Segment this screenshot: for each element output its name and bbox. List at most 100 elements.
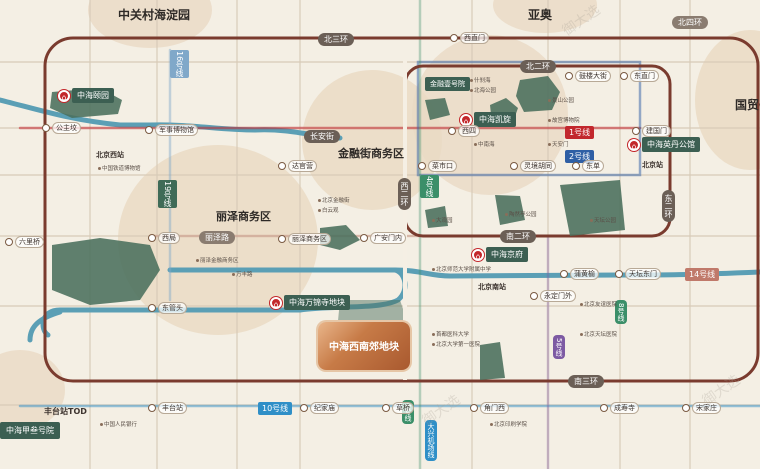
metro-station-icon — [148, 234, 156, 242]
metro-station-icon — [450, 34, 458, 42]
station-puhuangyu[interactable]: 蒲黄榆 — [560, 268, 599, 280]
station-dongzhimen[interactable]: 东直门 — [620, 70, 659, 82]
location-pin-icon: ⌂ — [58, 89, 70, 102]
station-tiantan[interactable]: 天坛东门 — [615, 268, 661, 280]
station-gongzhufen[interactable]: 公主坟 — [42, 122, 81, 134]
station-xiju[interactable]: 西局 — [148, 232, 180, 244]
poi-item: 故宫博物院 — [548, 116, 580, 124]
region-jinrongjie: 金融街商务区 — [338, 147, 404, 160]
metro-station-icon — [148, 304, 156, 312]
metro-station-icon — [418, 162, 426, 170]
station-lize[interactable]: 丽泽商务区 — [278, 233, 331, 245]
poi-item: 中国铁道博物馆 — [98, 164, 141, 172]
metro-station-icon — [470, 404, 478, 412]
poi-item: 首都医科大学 — [432, 330, 469, 338]
poi-item: 天安门 — [548, 140, 569, 148]
line-tag-16: 16号线 — [170, 50, 189, 79]
poi-item: 什刹海 — [470, 76, 491, 84]
project-zhonghai-wanjin[interactable]: ⌂中海万锦寺地块 — [270, 295, 350, 310]
station-liuliqiao[interactable]: 六里桥 — [5, 236, 44, 248]
station-chengshou[interactable]: 成寿寺 — [600, 402, 639, 414]
line-tag-1: 1号线 — [565, 126, 595, 139]
metro-station-icon — [530, 292, 538, 300]
location-pin-icon: ⌂ — [628, 138, 640, 151]
poi-item: 天坛公园 — [590, 216, 616, 224]
bubble-guomao — [695, 30, 760, 170]
hero-project-xinan[interactable]: 中海西南郊地块 — [318, 322, 410, 370]
bubble-zhongguancun — [88, 0, 212, 48]
metro-station-icon — [42, 124, 50, 132]
station-jianguomen[interactable]: 建国门 — [632, 125, 671, 137]
metro-station-icon — [682, 404, 690, 412]
road-north4: 北四环 — [672, 16, 708, 29]
metro-station-icon — [510, 162, 518, 170]
metro-station-icon — [382, 404, 390, 412]
poi-item: 北海公园 — [470, 86, 496, 94]
metro-station-icon — [448, 127, 456, 135]
poi-item: 北京金融街 — [318, 196, 350, 204]
project-zhonghai-kaixuan[interactable]: ⌂中海凯旋 — [460, 112, 516, 127]
station-lizhuang[interactable]: 东管头 — [148, 302, 187, 314]
bubble-fengtai — [0, 350, 65, 430]
station-caoqiao[interactable]: 草桥 — [382, 402, 414, 414]
poi-item: 万丰路 — [232, 270, 253, 278]
station-gulou[interactable]: 鼓楼大街 — [565, 70, 611, 82]
station-fengtai[interactable]: 丰台站 — [148, 402, 187, 414]
label-beijing-xi: 北京西站 — [96, 151, 124, 159]
metro-station-icon — [615, 270, 623, 278]
road-north3: 北三环 — [318, 33, 354, 46]
metro-station-icon — [5, 238, 13, 246]
station-songjiazhuang[interactable]: 宋家庄 — [682, 402, 721, 414]
road-west2: 西二环 — [398, 178, 411, 210]
station-xizhimen[interactable]: 西直门 — [450, 32, 489, 44]
poi-item: 北京天坛医院 — [580, 330, 617, 338]
roads-white — [403, 60, 407, 380]
station-junshi[interactable]: 军事博物馆 — [145, 124, 198, 136]
station-dongdan[interactable]: 东单 — [572, 160, 604, 172]
brand-project-label[interactable]: 中海甲叁号院 — [0, 422, 60, 439]
metro-station-icon — [278, 235, 286, 243]
label-beijing-nan: 北京南站 — [478, 283, 506, 291]
metro-station-icon — [278, 162, 286, 170]
region-zhongguancun: 中关村海淀园 — [118, 8, 191, 22]
station-jiaomen[interactable]: 角门西 — [470, 402, 509, 414]
project-zhonghai-yiyuan[interactable]: ⌂中海颐园 — [58, 88, 114, 103]
line-tag-14: 14号线 — [685, 268, 720, 281]
station-xisi[interactable]: 西四 — [448, 125, 480, 137]
vtag-daxing: 大兴机场线 — [425, 420, 437, 461]
vtag-8: 8号线 — [615, 300, 627, 325]
station-jijiamiao[interactable]: 纪家庙 — [300, 402, 339, 414]
poi-item: 陶然亭公园 — [505, 210, 537, 218]
project-zhonghai-yingdan[interactable]: ⌂中海英丹公馆 — [628, 137, 700, 152]
road-changan: 长安街 — [304, 130, 340, 143]
station-guanganmen[interactable]: 广安门内 — [360, 232, 406, 244]
line-tag-10: 10号线 — [258, 402, 293, 415]
location-pin-icon: ⌂ — [270, 296, 282, 309]
project-jinrong-hui[interactable]: 金融壹号院 — [425, 77, 470, 91]
bubble-yaoyun — [493, 0, 597, 33]
poi-item: 北京友谊医院 — [580, 300, 617, 308]
region-guomao: 国贸C — [735, 98, 760, 112]
line-tag-4: 4号线 — [420, 175, 439, 199]
project-zhonghai-jingfu[interactable]: ⌂中海京府 — [472, 247, 528, 262]
poi-item: 北京大学第一医院 — [432, 340, 480, 348]
poi-item: 中南海 — [474, 140, 495, 148]
label-fengtai-tod: 丰台站TOD — [44, 407, 87, 416]
poi-item: 北京印刷学院 — [490, 420, 527, 428]
region-yaoyun: 亚奥 — [528, 8, 553, 22]
station-lingjing[interactable]: 灵境胡同 — [510, 160, 556, 172]
poi-item: 丽泽金融商务区 — [196, 256, 239, 264]
road-lize: 丽泽路 — [199, 231, 235, 244]
poi-item: 中国人民银行 — [100, 420, 137, 428]
poi-item: 景山公园 — [548, 96, 574, 104]
station-yongdingmen[interactable]: 永定门外 — [530, 290, 576, 302]
label-beijing-zhan: 北京站 — [642, 161, 663, 169]
station-caishikou[interactable]: 菜市口 — [418, 160, 457, 172]
hero-project-label: 中海西南郊地块 — [329, 342, 399, 353]
metro-station-icon — [360, 234, 368, 242]
location-pin-icon: ⌂ — [472, 248, 484, 261]
metro-station-icon — [560, 270, 568, 278]
station-dalian[interactable]: 达官营 — [278, 160, 317, 172]
poi-item: 北京师范大学附属中学 — [432, 265, 491, 273]
